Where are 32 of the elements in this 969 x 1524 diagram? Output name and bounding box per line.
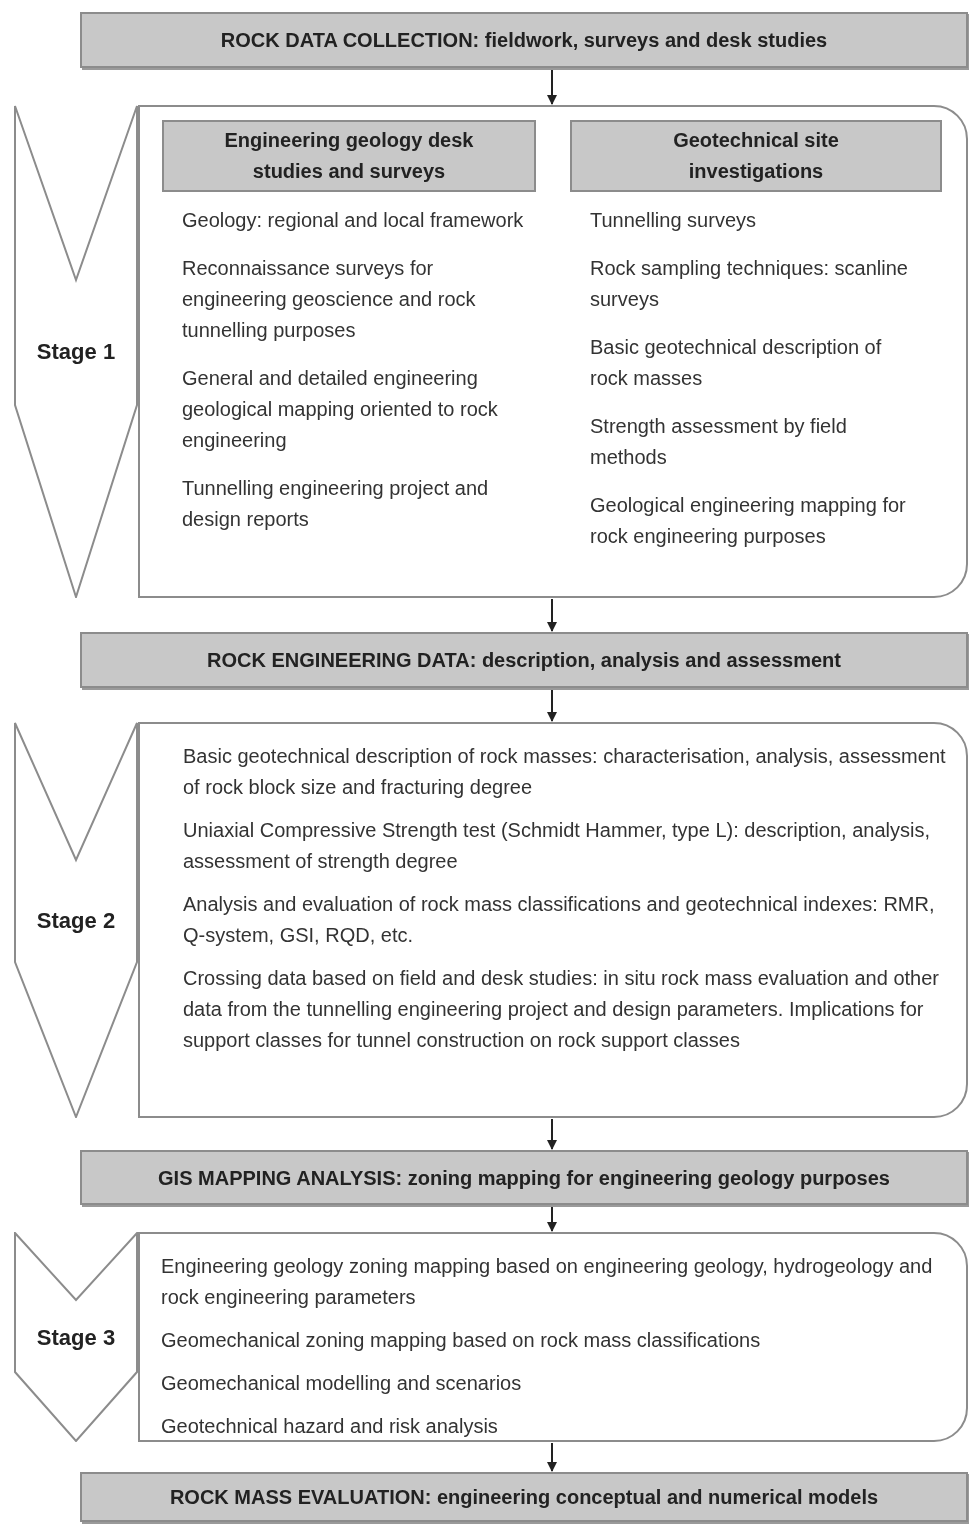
list-item-text: Reconnaissance surveys for engineering geoscience and rock tunnelling purposes [182, 256, 477, 343]
list-item-text: Basic geotechnical description of rock masses: characterisation, analysis, assessment of rock block size and fracturing degree [183, 744, 947, 800]
list-item-text: Geotechnical hazard and risk analysis [161, 1414, 499, 1439]
list-item-text: Tunnelling engineering project and design reports [182, 476, 490, 532]
list-item-text: Rock sampling techniques: scanline surveys [590, 256, 909, 312]
process-box: GIS MAPPING ANALYSIS: zoning mapping for engineering geology purposes [80, 1150, 968, 1205]
list-item-text: Geological engineering mapping for rock engineering purposes [590, 493, 907, 549]
arrow [547, 598, 557, 632]
arrow [547, 1118, 557, 1150]
column-heading-box: Geotechnical site investigations [570, 120, 942, 192]
list-item-text: Analysis and evaluation of rock mass classifications and geotechnical indexes: RMR, Q-system, GSI, RQD, etc. [183, 892, 936, 948]
list-item-text: Engineering geology zoning mapping based on engineering geology, hydrogeology and rock engineering parameters [161, 1254, 934, 1310]
column-heading-box: Engineering geology desk studies and surveys [162, 120, 536, 192]
arrow [547, 1205, 557, 1232]
arrow [547, 1442, 557, 1472]
process-box: ROCK ENGINEERING DATA: description, analysis and assessment [80, 632, 968, 688]
process-box: ROCK DATA COLLECTION: fieldwork, surveys and desk studies [80, 12, 968, 68]
stage-label: Stage 2 [36, 906, 116, 935]
stage-label: Stage 1 [36, 338, 116, 366]
process-box: ROCK MASS EVALUATION: engineering conceptual and numerical models [80, 1472, 968, 1522]
arrow [547, 688, 557, 722]
list-item-text: Strength assessment by field methods [590, 414, 848, 470]
list-item-text: Crossing data based on field and desk studies: in situ rock mass evaluation and other data from the tunnelling engineering project and design parameters. Implications for support classes for tunnel construction on rock support classes [183, 966, 940, 1053]
list-item-text: Tunnelling surveys [590, 208, 757, 233]
list-item-text: Geomechanical zoning mapping based on rock mass classifications [161, 1328, 762, 1353]
list-item-text: General and detailed engineering geological mapping oriented to rock engineering [182, 366, 499, 453]
arrow [547, 68, 557, 105]
list-item-text: Basic geotechnical description of rock masses [590, 335, 883, 391]
list-item-text: Geology: regional and local framework [182, 208, 525, 233]
list-item-text: Uniaxial Compressive Strength test (Schmidt Hammer, type L): description, analysis, assessment of strength degree [183, 818, 931, 874]
stage-label: Stage 3 [36, 1323, 116, 1352]
list-item-text: Geomechanical modelling and scenarios [161, 1371, 523, 1396]
